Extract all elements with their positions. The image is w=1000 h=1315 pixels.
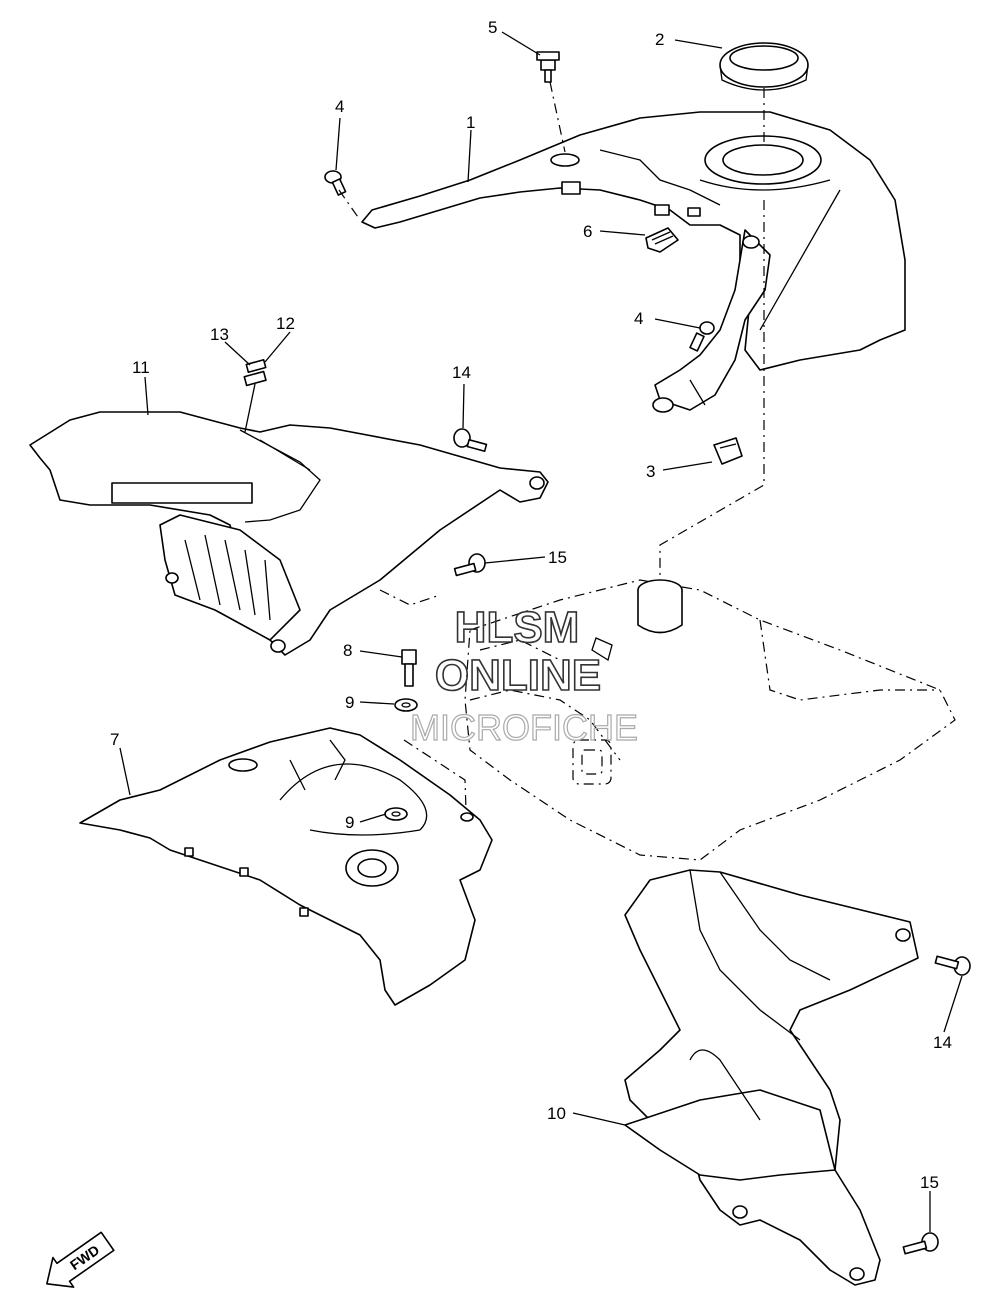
- watermark-line-1: HLSM: [455, 603, 580, 652]
- label-9: 9: [345, 813, 354, 832]
- label-15: 15: [920, 1173, 939, 1192]
- label-14: 14: [933, 1033, 952, 1052]
- leader-lines: [119, 31, 963, 1232]
- label-4: 4: [335, 97, 344, 116]
- alignment-lines: [338, 81, 765, 811]
- label-1: 1: [466, 113, 475, 132]
- part-10-side-cover: [624, 869, 919, 1286]
- label-5: 5: [488, 18, 497, 37]
- label-11: 11: [132, 358, 150, 377]
- label-4: 4: [634, 309, 643, 328]
- watermark: HLSM ONLINE MICROFICHE: [409, 602, 638, 748]
- part-8-bolt: [401, 649, 417, 687]
- label-13: 13: [210, 325, 229, 344]
- part-1-tank-cover: [361, 111, 906, 413]
- label-15: 15: [548, 548, 567, 567]
- part-11-side-cover: [29, 411, 549, 656]
- label-10: 10: [547, 1104, 566, 1123]
- watermark-line-2: ONLINE: [435, 651, 601, 700]
- label-2: 2: [655, 30, 664, 49]
- part-3-clip: [713, 437, 743, 465]
- part-6-clip: [645, 227, 679, 253]
- part-15b-screw: [902, 1232, 939, 1255]
- part-4b-screw: [689, 321, 715, 352]
- part-4a-screw: [324, 170, 347, 196]
- part-7-front-cover: [79, 727, 493, 1006]
- part-12-13-tapes: [243, 359, 267, 387]
- label-3: 3: [646, 462, 655, 481]
- watermark-line-3: MICROFICHE: [410, 707, 638, 748]
- part-9b-washer: [384, 807, 408, 821]
- part-14b-screw: [934, 955, 971, 976]
- part-5-bolt: [536, 51, 560, 83]
- label-12: 12: [276, 314, 295, 333]
- label-14: 14: [452, 363, 471, 382]
- part-14a-screw: [453, 428, 488, 452]
- label-6: 6: [583, 222, 592, 241]
- label-7: 7: [110, 730, 119, 749]
- callout-labels: 2 5 4 1 6 4 13 12 11 14 3 15 8 9 7 9 14 …: [110, 18, 952, 1192]
- label-8: 8: [343, 641, 352, 660]
- label-9: 9: [345, 693, 354, 712]
- part-2-grommet: [719, 42, 809, 91]
- fwd-arrow-badge: FWD: [46, 1231, 115, 1288]
- part-15a-screw: [453, 553, 486, 577]
- fuel-tank-outline: [464, 579, 956, 861]
- part-9a-washer: [394, 698, 418, 712]
